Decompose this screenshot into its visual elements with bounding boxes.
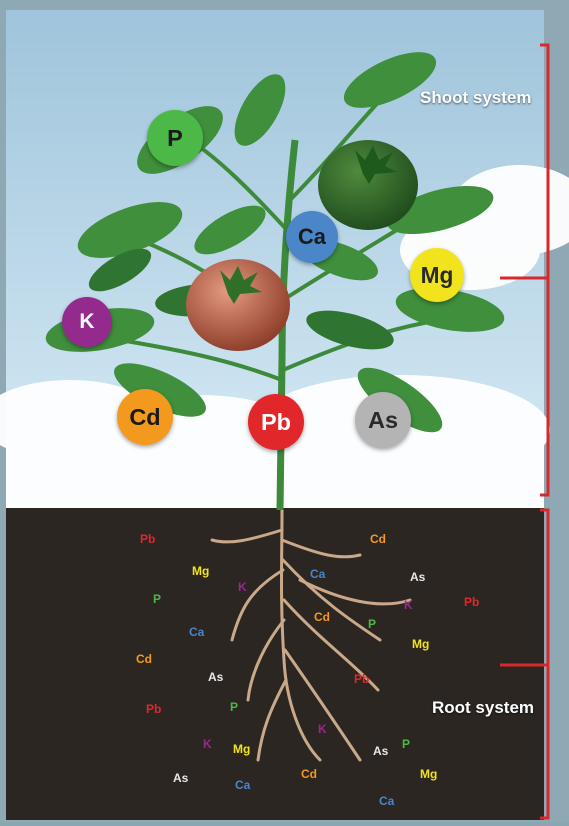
soil-element-ca: Ca bbox=[310, 567, 325, 581]
shoot-system-label: Shoot system bbox=[420, 88, 531, 108]
soil-element-as: As bbox=[410, 570, 425, 584]
soil-element-pb: Pb bbox=[146, 702, 161, 716]
root-system-label: Root system bbox=[432, 698, 534, 718]
nutrient-k: K bbox=[62, 297, 112, 347]
nutrient-p: P bbox=[147, 110, 203, 166]
soil-element-mg: Mg bbox=[192, 564, 209, 578]
soil-element-p: P bbox=[368, 617, 376, 631]
soil-element-pb: Pb bbox=[464, 595, 479, 609]
soil-element-p: P bbox=[230, 700, 238, 714]
soil-element-cd: Cd bbox=[370, 532, 386, 546]
soil-element-pb: Pb bbox=[140, 532, 155, 546]
soil-element-as: As bbox=[208, 670, 223, 684]
nutrient-ca: Ca bbox=[286, 211, 338, 263]
soil-element-as: As bbox=[173, 771, 188, 785]
nutrient-cd: Cd bbox=[117, 389, 173, 445]
soil-element-k: K bbox=[318, 722, 327, 736]
soil-element-mg: Mg bbox=[233, 742, 250, 756]
soil-element-ca: Ca bbox=[189, 625, 204, 639]
soil-element-ca: Ca bbox=[379, 794, 394, 808]
soil-element-k: K bbox=[404, 598, 413, 612]
soil-element-k: K bbox=[203, 737, 212, 751]
soil-element-p: P bbox=[153, 592, 161, 606]
soil-element-pb: Pb bbox=[354, 672, 369, 686]
soil-element-cd: Cd bbox=[136, 652, 152, 666]
nutrient-as: As bbox=[355, 392, 411, 448]
nutrient-mg: Mg bbox=[410, 248, 464, 302]
soil-element-p: P bbox=[402, 737, 410, 751]
soil-element-cd: Cd bbox=[301, 767, 317, 781]
soil-element-as: As bbox=[373, 744, 388, 758]
nutrient-pb: Pb bbox=[248, 394, 304, 450]
soil-element-cd: Cd bbox=[314, 610, 330, 624]
soil-element-mg: Mg bbox=[420, 767, 437, 781]
soil-element-mg: Mg bbox=[412, 637, 429, 651]
soil-element-ca: Ca bbox=[235, 778, 250, 792]
soil-element-k: K bbox=[238, 580, 247, 594]
